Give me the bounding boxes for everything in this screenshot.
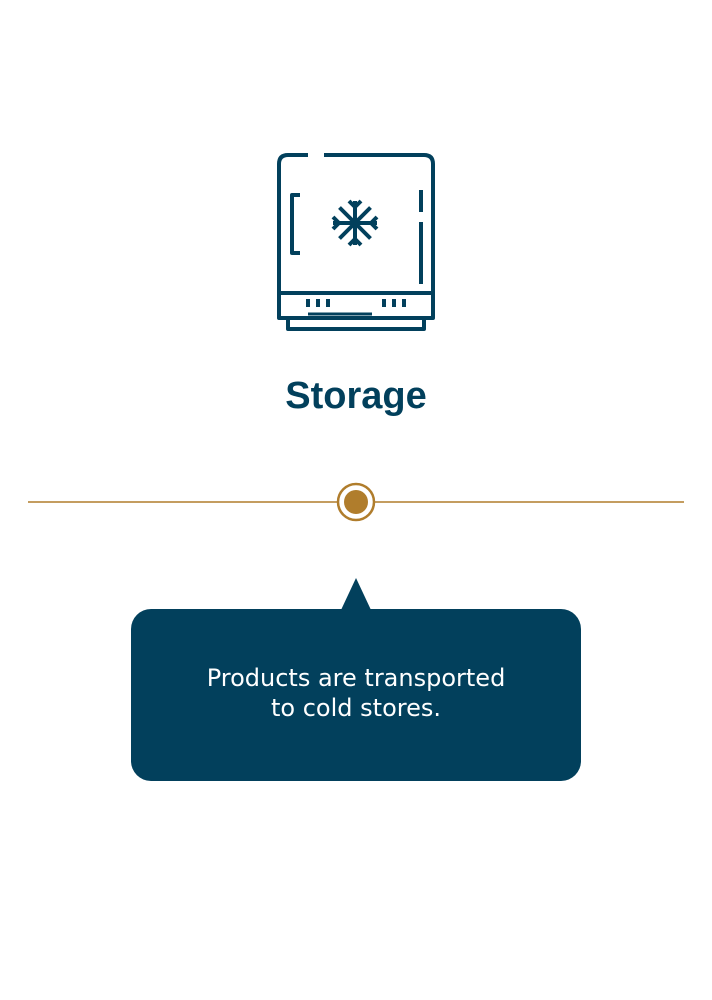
speech-bubble-pointer [341,578,371,610]
freezer-icon [272,150,440,334]
description-line: to cold stores. [271,694,441,722]
speech-bubble: Products are transported to cold stores. [131,609,581,781]
timeline-connector [28,480,684,524]
description-line: Products are transported [206,664,506,692]
step-description: Products are transported to cold stores. [131,663,581,723]
timeline-node-inner [344,490,368,514]
step-title: Storage [285,375,427,417]
